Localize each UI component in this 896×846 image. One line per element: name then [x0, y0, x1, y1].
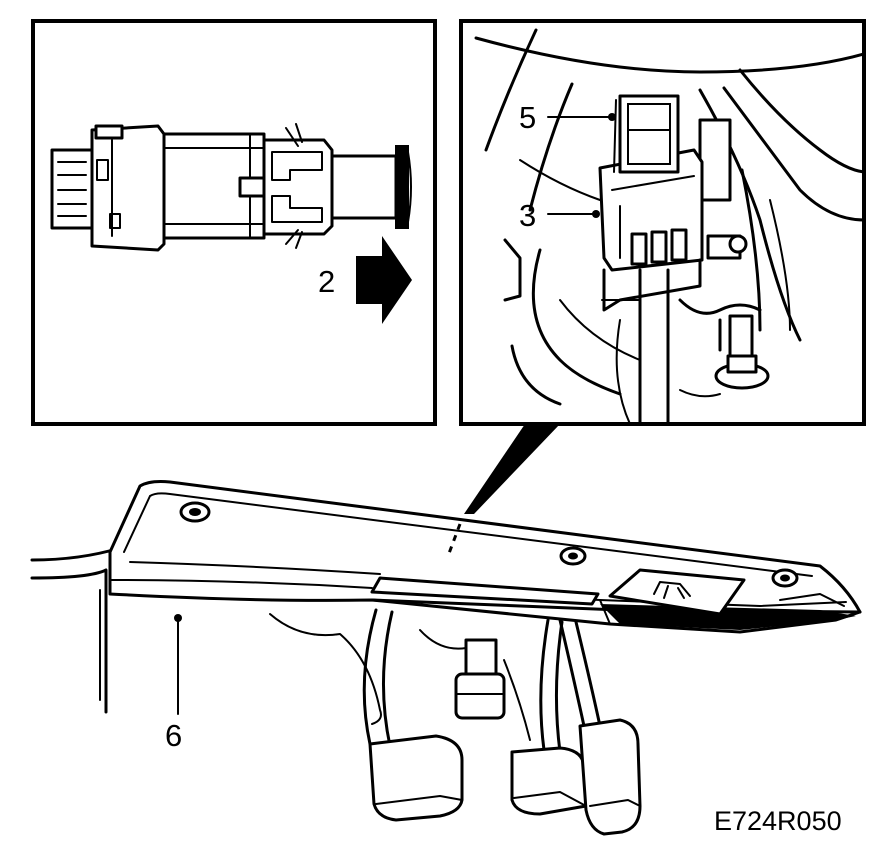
- dashboard-trim-panel: [30, 480, 862, 714]
- callout-6: 6: [165, 718, 182, 753]
- pedal-bracket-view: [474, 28, 864, 424]
- brake-light-switch: [50, 123, 412, 252]
- right-arrow-icon: [356, 236, 412, 324]
- figure-code: E724R050: [714, 806, 842, 836]
- callout-3: 3: [519, 198, 536, 233]
- inset-pointer: [464, 424, 560, 514]
- inset-frame-right: [459, 19, 866, 426]
- pedal-assembly: [269, 608, 642, 836]
- callout-2: 2: [318, 264, 335, 299]
- inset-mounted-detail: 5 3: [459, 19, 866, 426]
- inset-switch-detail: 2: [31, 19, 437, 426]
- callout-5: 5: [519, 100, 536, 135]
